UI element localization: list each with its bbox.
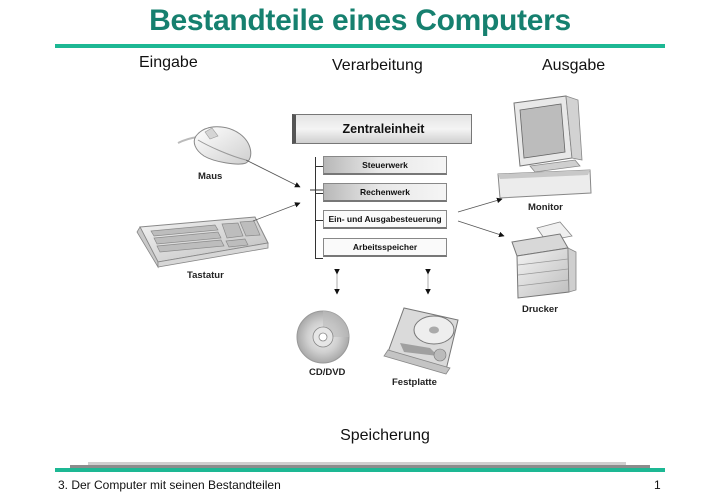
component-steuerwerk: Steuerwerk: [323, 156, 447, 175]
hard-drive-icon: [383, 307, 459, 375]
label-monitor: Monitor: [528, 202, 563, 213]
footer-rule-light: [88, 462, 626, 465]
printer-icon: [511, 221, 577, 299]
bracket-tick-2: [315, 193, 323, 194]
component-rechenwerk: Rechenwerk: [323, 183, 447, 202]
bracket-tick-3: [315, 220, 323, 221]
slide-title: Bestandteile eines Computers: [149, 4, 571, 37]
label-mouse: Maus: [198, 171, 223, 182]
footer-page-number: 1: [654, 478, 661, 492]
label-hard-drive: Festplatte: [392, 377, 437, 388]
component-arbeitsspeicher: Arbeitsspeicher: [323, 238, 447, 257]
column-header-input: Eingabe: [139, 54, 198, 71]
component-io-control: Ein- und Ausgabesteuerung: [323, 210, 447, 229]
keyboard-icon: [136, 216, 269, 269]
central-unit-bracket: [315, 157, 316, 259]
monitor-icon: [497, 95, 592, 199]
central-unit-header: Zentraleinheit: [292, 114, 472, 144]
footer-chapter: 3. Der Computer mit seinen Bestandteilen: [58, 478, 281, 492]
mouse-icon: [177, 126, 252, 165]
storage-heading: Speicherung: [340, 427, 430, 444]
footer-rule-dark: [70, 465, 650, 468]
footer-rule-accent: [55, 468, 665, 472]
title-underline: [55, 44, 665, 48]
bracket-tick-1: [315, 166, 323, 167]
label-keyboard: Tastatur: [187, 270, 224, 281]
label-cd-dvd: CD/DVD: [309, 367, 346, 378]
column-header-processing: Verarbeitung: [332, 57, 423, 74]
label-printer: Drucker: [522, 304, 558, 315]
disc-icon: [296, 310, 350, 364]
column-header-output: Ausgabe: [542, 57, 606, 74]
bracket-tick-4: [315, 258, 323, 259]
